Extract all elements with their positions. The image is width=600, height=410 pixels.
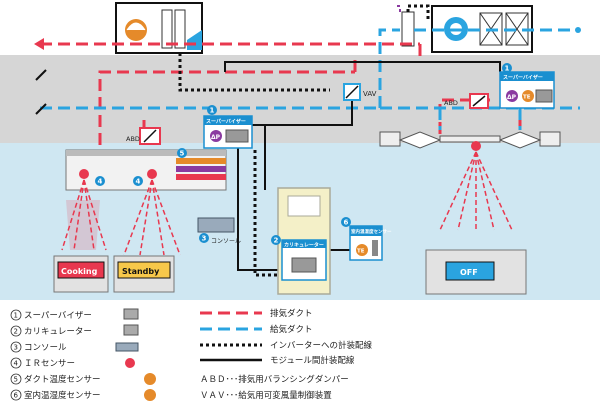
calculator-label: カリキュレーター: [284, 242, 324, 249]
marker-1-left: 1: [210, 107, 215, 115]
marker-4-a: 4: [98, 178, 103, 186]
exhaust-hood-left: [65, 149, 227, 191]
marker-4-b: 4: [136, 178, 141, 186]
dp-label-left: ΔP: [211, 134, 221, 141]
vav-damper: [343, 83, 361, 101]
te-label-room: TE: [357, 249, 365, 255]
legend-num-4: 4: [14, 360, 19, 368]
legend-module-wiring: モジュール間計装配線: [270, 355, 355, 366]
inverter-wiring-lines: [178, 4, 430, 277]
duct-temp-sensor: [177, 148, 187, 158]
legend-item-5: ダクト温度センサー: [24, 374, 101, 385]
legend-item-3: コンソール: [24, 343, 67, 353]
abd-damper-left: [139, 127, 161, 145]
legend-item-4: ＩＲセンサー: [24, 359, 75, 369]
legend-item-6: 室内温湿度センサー: [24, 390, 101, 401]
marker-6: 6: [344, 219, 349, 227]
marker-5: 5: [180, 150, 185, 158]
supply-inlet-icon: [575, 27, 581, 33]
standby-status-label: Standby: [122, 267, 160, 276]
legend-num-1: 1: [14, 312, 18, 320]
te-label-right: TE: [523, 95, 531, 101]
legend-number-circles: [10, 309, 22, 401]
ir-sensors-left: [79, 169, 157, 186]
legend-exhaust-duct: 排気ダクト: [270, 308, 313, 319]
legend-lines: [200, 311, 262, 362]
console-unit: [197, 217, 235, 243]
console-label: コンソール: [211, 238, 241, 245]
smoke-plume: [66, 200, 100, 250]
exhaust-hood-right: [379, 131, 561, 151]
abd-label-right: ABD: [444, 99, 458, 107]
dp-label-right: ΔP: [507, 94, 517, 101]
marker-3: 3: [202, 235, 207, 243]
ir-beams-right: [439, 151, 513, 231]
legend-left: スーパーバイザー カリキュレーター コンソール ＩＲセンサー ダクト温度センサー…: [24, 311, 101, 401]
exhaust-arrow-icon: [34, 38, 44, 50]
abd-label-left: ABD: [126, 135, 140, 143]
legend-abd-definition: ＡＢＤ･･･排気用バランシングダンパー: [200, 374, 349, 385]
legend-num-2: 2: [14, 328, 18, 336]
vav-label: VAV: [363, 90, 377, 98]
calculator-cabinet: [271, 187, 331, 295]
supervisor-unit-left: [203, 105, 253, 149]
ir-beams-left: [61, 179, 181, 256]
legend-num-6: 6: [14, 392, 19, 400]
room-sensor-unit: [341, 217, 383, 261]
ceiling-dampers: [35, 69, 47, 115]
inverter-wiring-purple: [395, 5, 401, 12]
marker-2: 2: [274, 237, 279, 245]
legend-num-5: 5: [14, 376, 18, 384]
supervisor-label-right: スーパーバイザー: [503, 74, 543, 81]
supervisor-unit-right: [499, 63, 555, 109]
legend-inverter-wiring: インバーターへの計装配線: [270, 340, 373, 351]
abd-damper-right: [469, 93, 489, 109]
legend-num-3: 3: [14, 344, 18, 352]
cooking-appliances-right: [425, 249, 527, 295]
legend-supply-duct: 給気ダクト: [270, 324, 313, 335]
supervisor-label-left: スーパーバイザー: [206, 118, 246, 125]
legend-vav-definition: ＶＡＶ･･･給気用可変風量制御装置: [200, 390, 332, 401]
room-sensor-label: 室内温湿度センサー: [351, 228, 392, 235]
legend-item-1: スーパーバイザー: [24, 311, 92, 321]
legend-icons: [115, 308, 156, 401]
legend-item-2: カリキュレーター: [24, 327, 92, 337]
marker-1-right: 1: [505, 65, 510, 73]
cooking-status-label: Cooking: [61, 267, 98, 276]
cooking-appliances-left: [53, 255, 175, 293]
off-status-label: OFF: [460, 268, 478, 277]
